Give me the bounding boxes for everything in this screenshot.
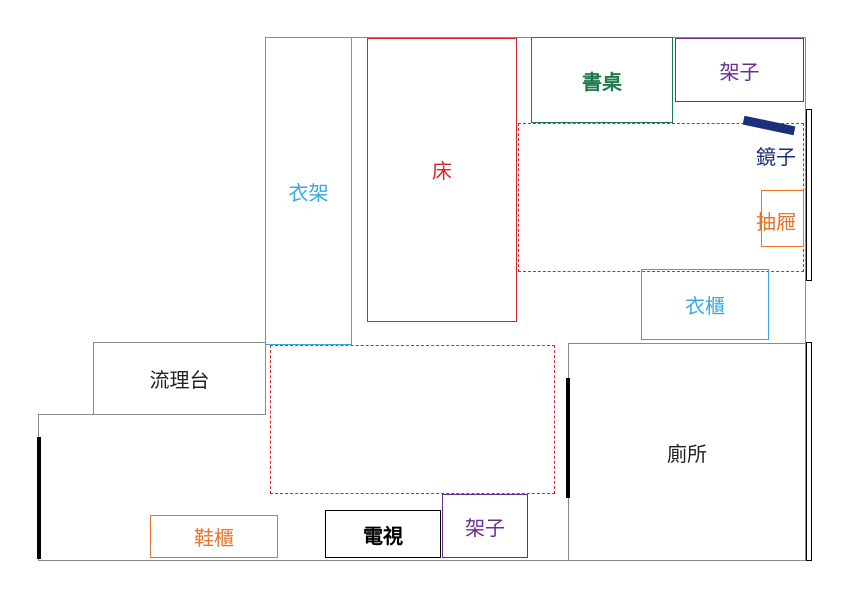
window-right-lower [806, 342, 812, 561]
entrance-door [37, 437, 41, 559]
desk-label: 書桌 [582, 69, 622, 94]
shelf-bottom: 架子 [442, 494, 528, 558]
clothes-rack: 衣架 [265, 37, 352, 345]
lower-open-area [270, 345, 555, 494]
mirror-label: 鏡子 [756, 144, 796, 169]
drawer-box [761, 190, 804, 247]
tv: 電視 [325, 510, 441, 558]
clothes-rack-label: 衣架 [288, 180, 329, 205]
counter-label: 流理台 [149, 368, 210, 392]
tv-label: 電視 [363, 523, 403, 548]
toilet-label: 廁所 [667, 441, 707, 466]
drawer-label: 抽屜 [756, 209, 796, 234]
wardrobe: 衣櫃 [641, 269, 769, 340]
shelf-bottom-label: 架子 [465, 515, 505, 540]
bed-label: 床 [432, 159, 452, 183]
bed: 床 [367, 38, 517, 322]
toilet: 廁所 [568, 343, 806, 561]
shoe-cabinet-label: 鞋櫃 [194, 526, 234, 550]
window-right-upper [806, 109, 812, 281]
lower-left-top-line [38, 414, 94, 415]
wardrobe-label: 衣櫃 [685, 294, 725, 318]
drawer: 抽屜 [746, 205, 806, 235]
mirror: 鏡子 [748, 140, 804, 170]
shoe-cabinet: 鞋櫃 [150, 515, 278, 558]
counter: 流理台 [93, 342, 266, 415]
right-upper-wall-line [805, 37, 806, 343]
shelf-top-label: 架子 [719, 59, 760, 84]
shelf-top: 架子 [675, 38, 804, 102]
toilet-door [566, 378, 570, 498]
desk: 書桌 [531, 37, 673, 123]
bottom-wall-line [38, 560, 806, 561]
